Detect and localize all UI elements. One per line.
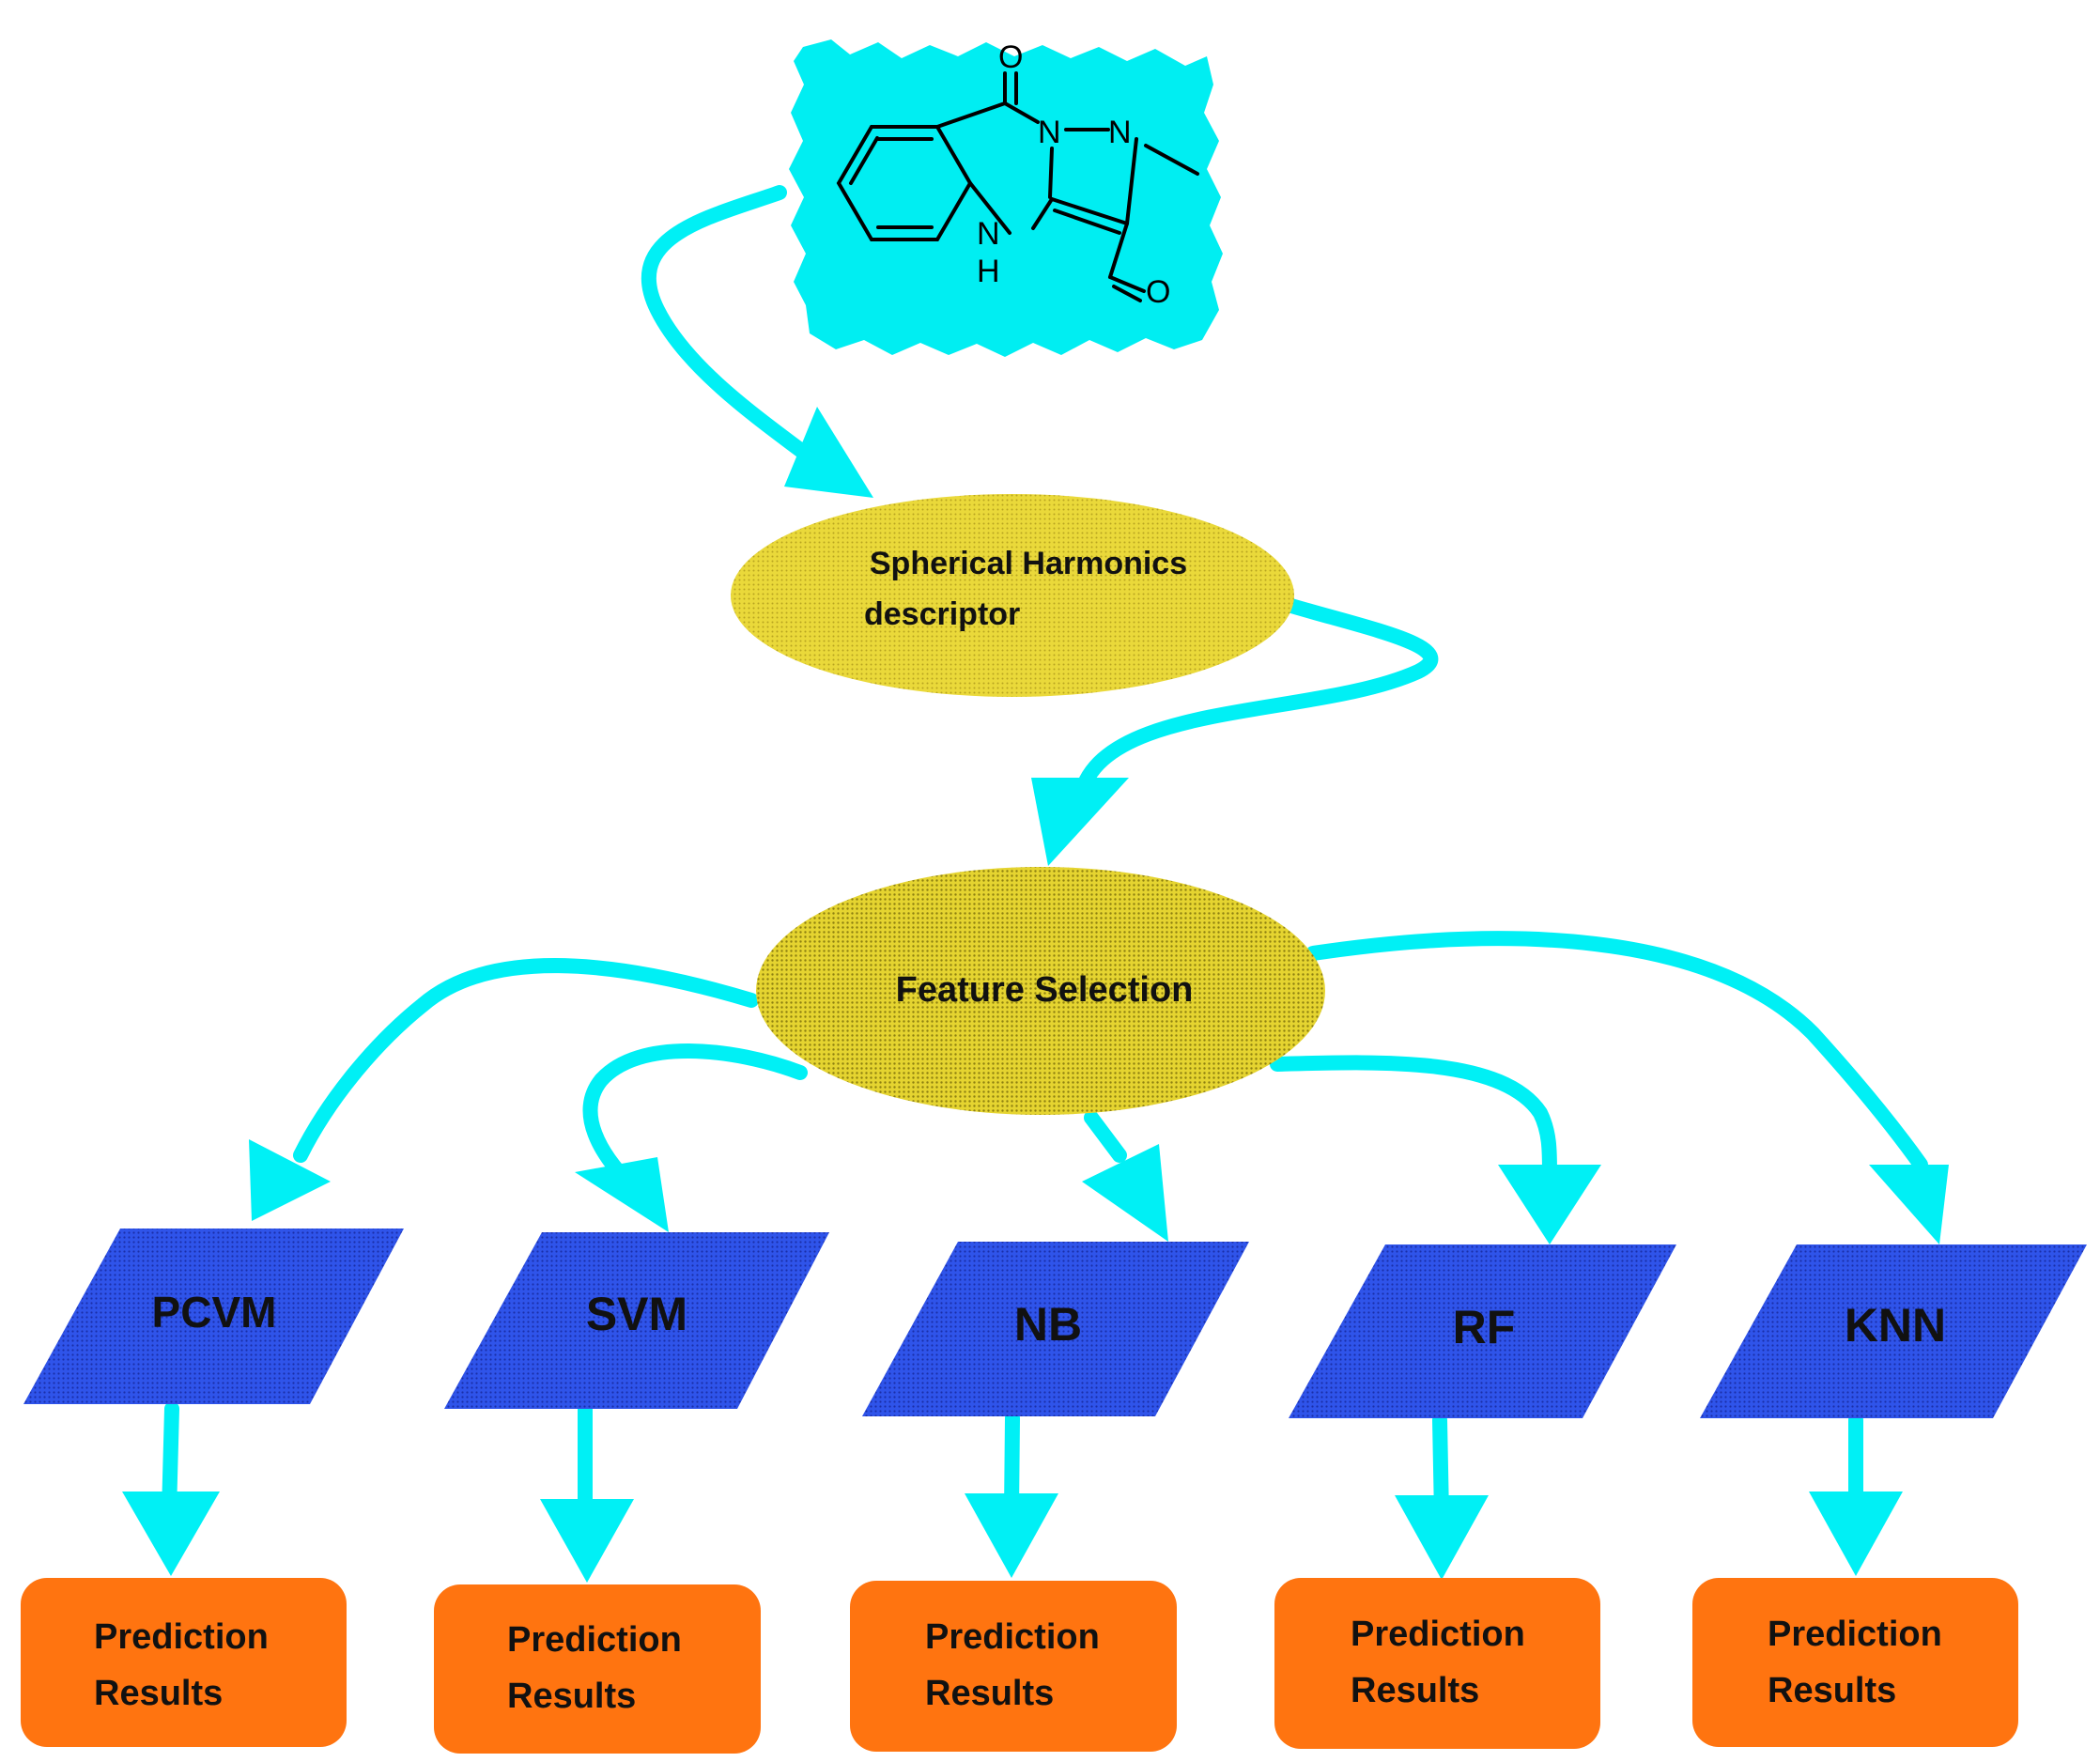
classifier-label-pcvm: PCVM [152, 1288, 277, 1337]
arrowhead-feature [1031, 778, 1129, 866]
arrowhead-nb-result [965, 1493, 1058, 1578]
descriptor-label-line1: Spherical Harmonics [870, 546, 1187, 581]
arrowhead-knn [1869, 1165, 1949, 1244]
classifier-svm: SVM [444, 1232, 829, 1409]
result-2-line1: Prediction [507, 1620, 682, 1660]
molecule-structure [836, 71, 1199, 302]
arrow-feature-to-pcvm [293, 958, 759, 1163]
arrow-feature-to-knn [1305, 931, 1928, 1172]
atom-n1: N [1038, 115, 1061, 150]
result-3-line1: Prediction [925, 1617, 1100, 1657]
arrow-molecule-to-descriptor [641, 185, 815, 463]
descriptor-node: Spherical Harmonics descriptor [731, 494, 1294, 697]
arrowhead-knn-result [1809, 1492, 1903, 1576]
result-1-line2: Results [94, 1674, 223, 1713]
classifier-nb: NB [862, 1242, 1249, 1416]
atom-n2: N [1108, 115, 1132, 150]
arrow-descriptor-to-feature [1073, 598, 1439, 806]
classifier-label-nb: NB [1014, 1298, 1082, 1351]
result-box-3: Prediction Results [850, 1581, 1177, 1752]
molecule-atoms: O N N N H O [977, 39, 1170, 310]
atom-nh-h: H [977, 254, 1000, 289]
result-3-line2: Results [925, 1674, 1054, 1713]
result-2-line2: Results [507, 1677, 636, 1716]
arrow-feature-to-nb [1084, 1110, 1127, 1163]
feature-selection-label: Feature Selection [896, 970, 1194, 1010]
arrowhead-pcvm-result [122, 1492, 220, 1576]
arrowheads [122, 407, 1949, 1583]
classifier-label-knn: KNN [1845, 1299, 1946, 1352]
arrow-feature-to-svm [582, 1043, 808, 1193]
arrowhead-nb [1082, 1144, 1168, 1242]
result-1-line1: Prediction [94, 1617, 269, 1657]
classifier-label-rf: RF [1453, 1301, 1516, 1353]
arrowhead-descriptor [784, 407, 873, 498]
arrowhead-rf [1498, 1165, 1601, 1244]
arrowhead-svm-result [540, 1499, 634, 1583]
result-box-1: Prediction Results [21, 1578, 347, 1747]
classifier-pcvm: PCVM [23, 1229, 404, 1404]
atom-o-top: O [998, 39, 1023, 75]
arrow-feature-to-rf [1270, 1055, 1557, 1182]
result-box-5: Prediction Results [1692, 1578, 2018, 1747]
result-5-line2: Results [1768, 1671, 1896, 1710]
result-box-2: Prediction Results [434, 1584, 761, 1754]
atom-o-aldehyde: O [1146, 274, 1170, 310]
classifier-label-svm: SVM [586, 1288, 687, 1340]
classifier-rf: RF [1289, 1244, 1676, 1418]
classifier-knn: KNN [1700, 1244, 2087, 1418]
result-box-4: Prediction Results [1274, 1578, 1600, 1749]
result-4-line1: Prediction [1351, 1615, 1525, 1654]
arrowhead-rf-result [1395, 1495, 1489, 1580]
result-4-line2: Results [1351, 1671, 1479, 1710]
result-5-line1: Prediction [1768, 1615, 1942, 1654]
descriptor-label-line2: descriptor [864, 596, 1020, 632]
atom-nh-n: N [977, 216, 1000, 252]
feature-selection-node: Feature Selection [756, 867, 1325, 1115]
arrowhead-svm [575, 1157, 669, 1232]
arrowhead-pcvm [249, 1139, 331, 1221]
